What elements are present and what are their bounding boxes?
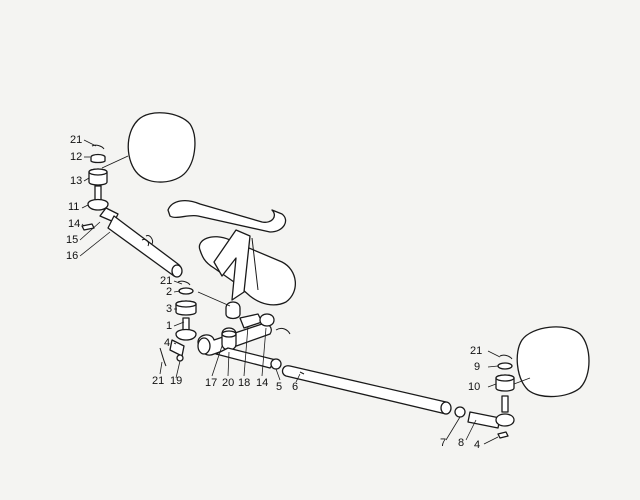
callout-14-left: 14: [68, 218, 81, 230]
callout-19: 19: [170, 375, 183, 387]
left-ball-joint-stack: [87, 144, 109, 211]
callout-2: 2: [166, 286, 173, 298]
callout-12: 12: [70, 151, 83, 163]
right-ball-joint-stack: [454, 354, 515, 439]
center-tie-rod: [215, 347, 452, 415]
left-wheel-outline: [127, 112, 196, 183]
callout-14-center: 14: [256, 377, 269, 389]
callout-9: 9: [474, 361, 481, 373]
callout-7: 7: [440, 437, 447, 449]
callout-8: 8: [458, 437, 465, 449]
callout-4-right: 4: [474, 439, 481, 451]
leader-lines: [79, 139, 531, 445]
callout-21-top-left: 21: [70, 134, 83, 146]
left-tie-rod: [81, 207, 183, 278]
frame-cross-member: [167, 199, 296, 306]
right-wheel-outline: [516, 326, 590, 398]
callout-10: 10: [468, 381, 481, 393]
callout-21-bottom-left: 21: [152, 375, 165, 387]
callout-6: 6: [292, 381, 299, 393]
callout-21-center: 21: [160, 275, 173, 287]
callout-1: 1: [166, 320, 173, 332]
callout-18: 18: [238, 377, 251, 389]
callout-20: 20: [222, 377, 235, 389]
callout-16: 16: [66, 250, 79, 262]
callout-21-right: 21: [470, 345, 483, 357]
callout-13: 13: [70, 175, 83, 187]
callout-3: 3: [166, 303, 173, 315]
idler-arm-assembly: [197, 301, 291, 356]
center-ball-joint-stack: [159, 280, 197, 367]
callout-15: 15: [66, 234, 79, 246]
callout-17: 17: [205, 377, 218, 389]
callout-4-center: 4: [164, 337, 171, 349]
callout-11: 11: [68, 201, 80, 213]
callout-5: 5: [276, 381, 283, 393]
